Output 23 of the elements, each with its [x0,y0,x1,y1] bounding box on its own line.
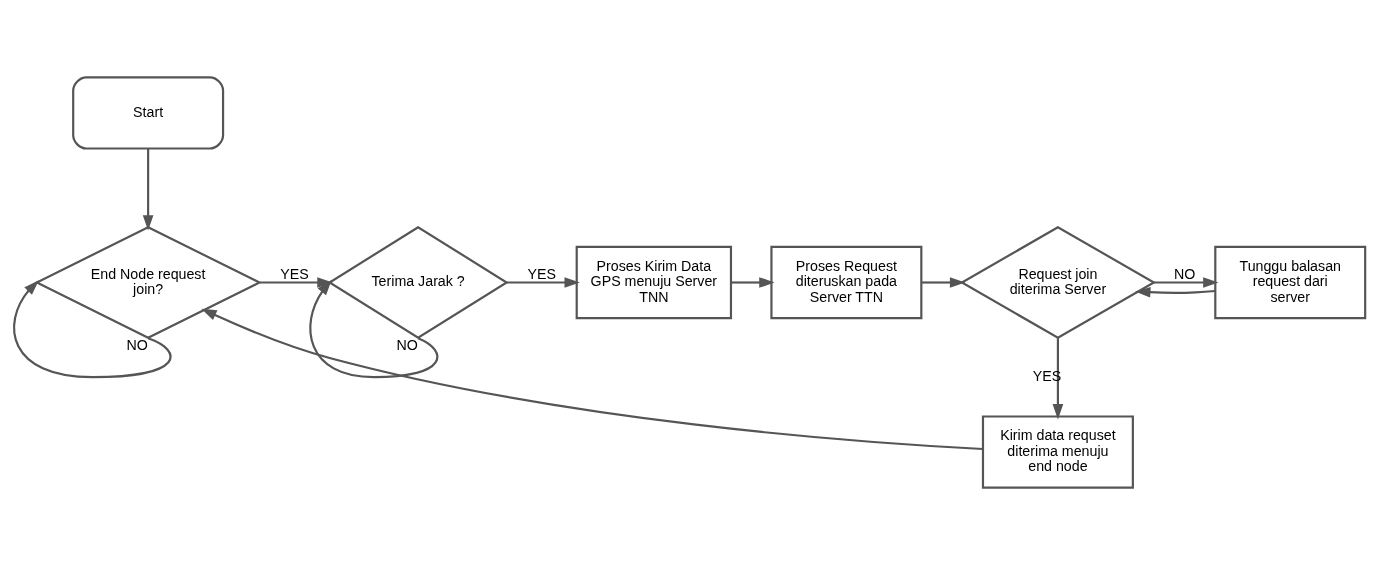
arrow [1052,337,1064,420]
arrow [259,277,333,288]
arrow [731,277,775,288]
arrow [201,308,983,451]
node-diamond: Request join diterima Server [959,226,1157,339]
node-box: Proses Request diteruskan pada Server TTN [770,245,923,320]
node-box: Proses Kirim Data GPS menuju Server TNN [575,245,733,320]
node-box: Tunggu balasan request dari server [1214,245,1367,320]
edge-label: NO [1174,265,1196,282]
arrow [13,280,172,379]
arrow [309,279,439,379]
node-diamond: Terima Jarak ? [327,225,509,340]
arrow [506,277,580,288]
arrow [1153,277,1219,288]
arrow [142,148,154,231]
edge-label: YES [280,265,309,282]
arrow [921,277,966,288]
node-box: Start [72,76,225,150]
node-diamond: End Node request join? [34,226,262,339]
edge-label: NO [126,336,148,353]
arrow [1135,286,1216,298]
edge-label: YES [527,265,556,282]
node-box: Kirim data requset diterima menuju end node [981,415,1134,489]
